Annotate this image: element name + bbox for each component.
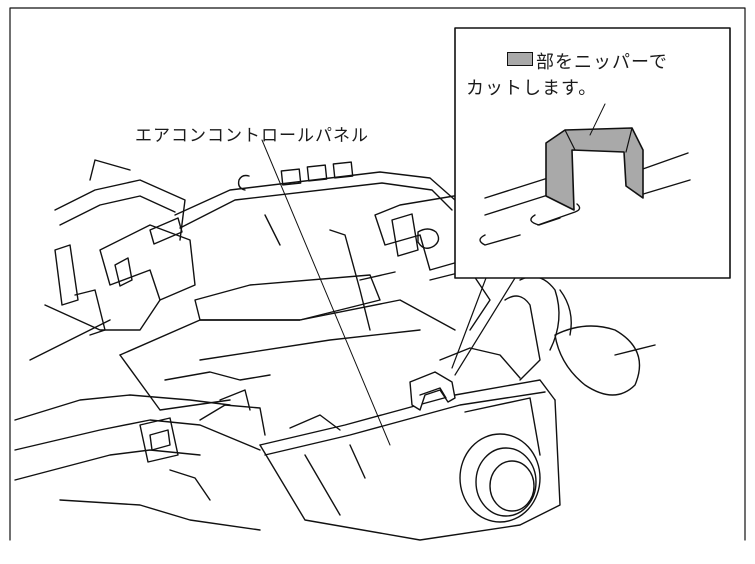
callout-wedge [451, 277, 516, 376]
cut-portion-shape [545, 127, 644, 211]
inset-instruction-line-2: カットします。 [466, 78, 598, 99]
panel-label: エアコンコントロールパネル [135, 126, 369, 146]
dashboard-illustration [14, 159, 656, 541]
inset-illustration [479, 103, 691, 246]
inset-box [454, 27, 731, 279]
leader-line-panel [261, 139, 391, 446]
figure-frame [9, 7, 746, 541]
legend-gray-swatch [507, 52, 533, 66]
inset-instruction-line-1: 部をニッパーで [536, 52, 668, 73]
